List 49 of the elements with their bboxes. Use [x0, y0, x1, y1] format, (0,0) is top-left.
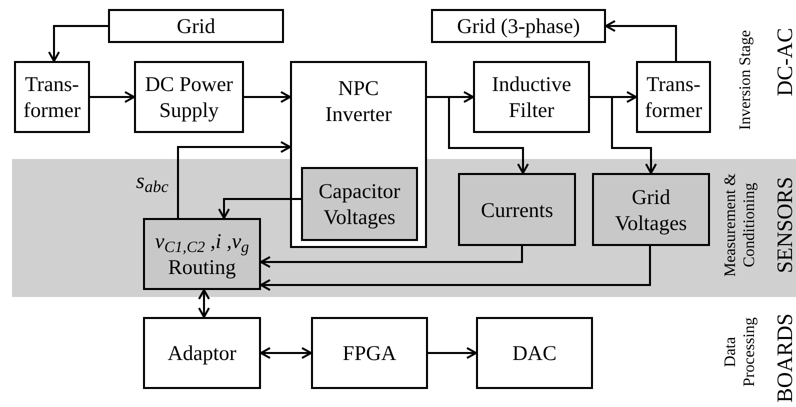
- node-label: Trans- former: [644, 71, 704, 123]
- process-box: [108, 9, 284, 43]
- node-label: Adaptor: [166, 340, 238, 366]
- stage-label: SENSORS: [772, 176, 796, 276]
- node-label: Capacitor Voltages: [318, 178, 402, 230]
- node-label: v$_{C1,C2}$ ,i ,v$_{g}$: [154, 228, 250, 254]
- stage-label: BOARDS: [772, 312, 796, 405]
- inverter-box: [290, 61, 427, 248]
- process-box: [14, 61, 90, 133]
- process-box: [636, 61, 711, 133]
- arrow: [260, 347, 312, 359]
- node-label: NPC Inverter: [324, 75, 393, 127]
- node-label: FPGA: [342, 340, 398, 366]
- arrow: [260, 246, 523, 268]
- process-box: [476, 317, 593, 389]
- node-label: DAC: [511, 340, 558, 366]
- node-label: Grid (3-phase): [456, 13, 582, 39]
- process-box: [592, 173, 710, 246]
- node-label: Grid: [176, 13, 216, 39]
- process-box: [143, 218, 261, 290]
- stage-label: DC-AC: [772, 26, 796, 98]
- process-box: [143, 317, 261, 389]
- node-label: DC Power Supply: [144, 71, 234, 123]
- stage-label: Inversion Stage: [736, 29, 754, 132]
- arrow: [48, 25, 108, 62]
- edge-label: s$_{abc}$: [136, 168, 168, 194]
- stage-label: Data Processing: [721, 316, 759, 389]
- arrow: [605, 20, 677, 61]
- arrow: [260, 246, 651, 291]
- process-box: [311, 317, 428, 389]
- arrow: [427, 96, 529, 174]
- arrow: [90, 91, 135, 103]
- process-box: [301, 167, 418, 241]
- node-label: Grid Voltages: [614, 184, 688, 236]
- arrow: [177, 141, 291, 218]
- process-box: [431, 9, 606, 43]
- arrow: [244, 91, 291, 103]
- node-label: Inductive Filter: [490, 71, 572, 123]
- arrow: [218, 198, 301, 219]
- node-label: Currents: [480, 196, 554, 222]
- stage-label: Measurement & Conditioning: [721, 172, 759, 279]
- process-box: [458, 173, 576, 246]
- arrow: [590, 96, 657, 174]
- node-label: Trans- former: [22, 71, 82, 123]
- node-label: Routing: [167, 254, 237, 280]
- process-box: [134, 61, 244, 133]
- arrow: [428, 347, 477, 359]
- arrow: [198, 289, 210, 318]
- process-box: [473, 61, 590, 133]
